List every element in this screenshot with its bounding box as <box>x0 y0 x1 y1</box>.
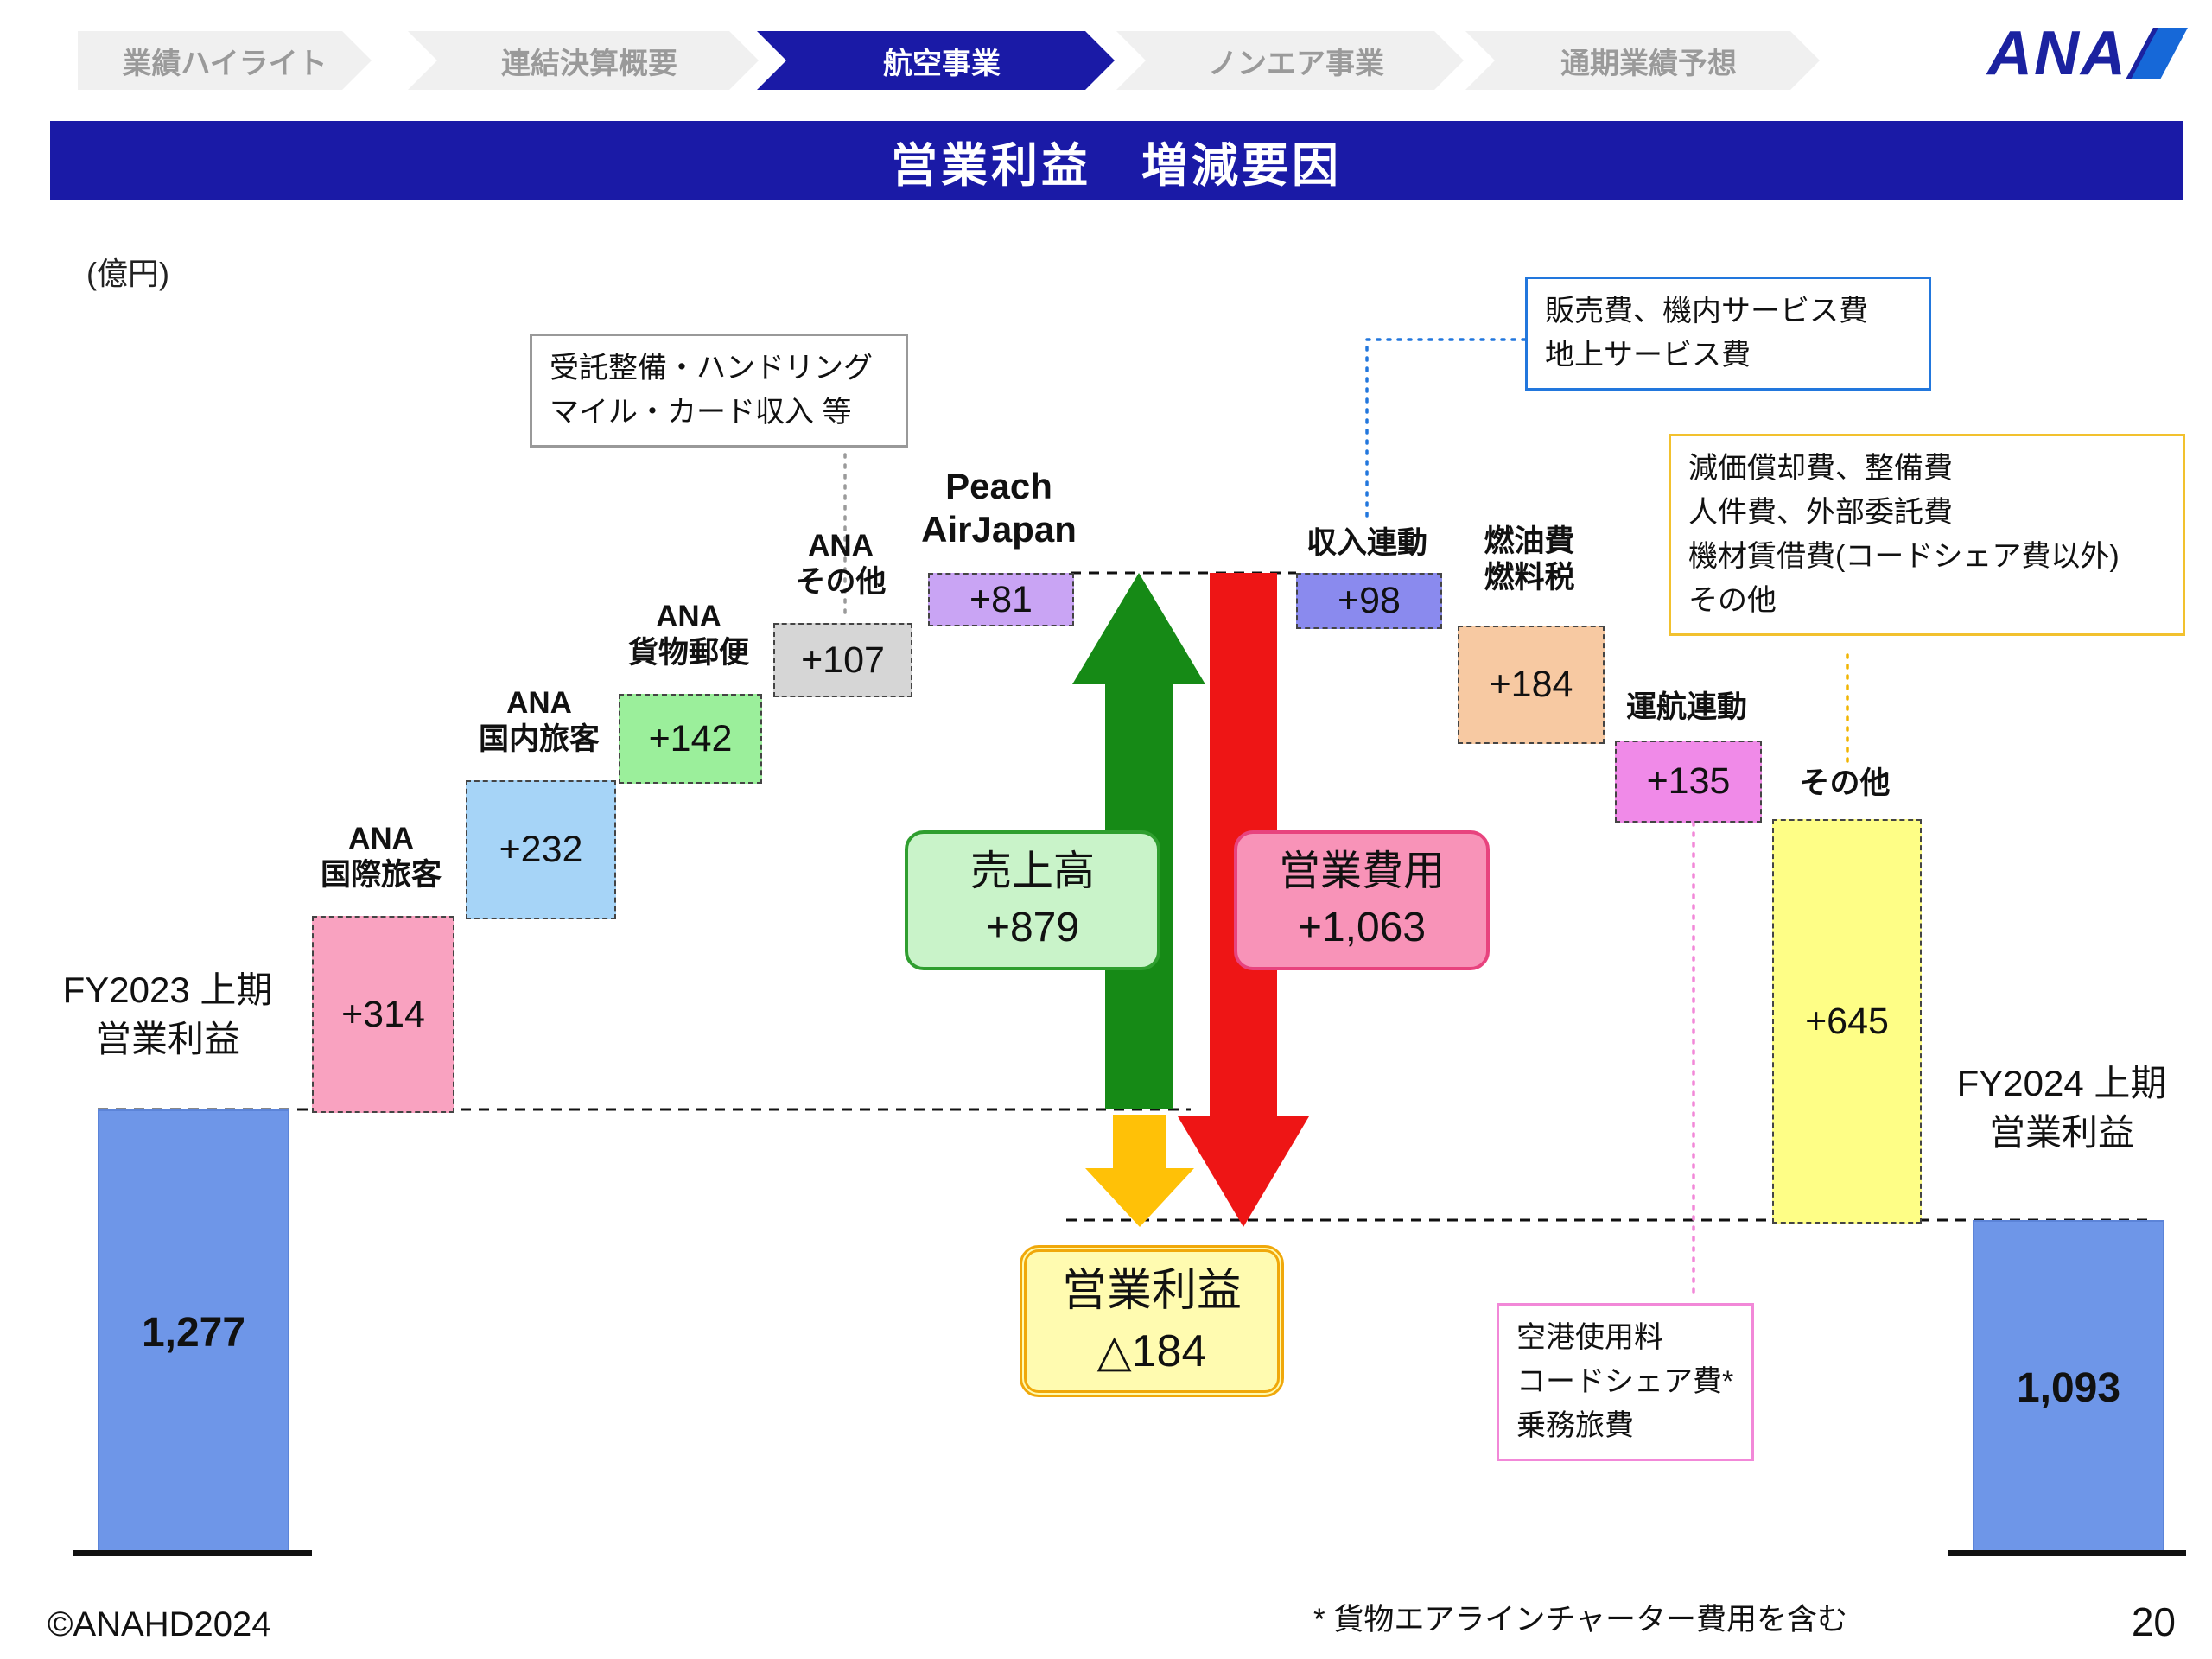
page-title: 営業利益 増減要因 <box>50 121 2183 200</box>
label-peach-airjapan: Peach AirJapan <box>921 466 1077 550</box>
callout-ana-other: 受託整備・ハンドリング マイル・カード収入 等 <box>530 334 908 448</box>
net-down-arrow <box>1085 1115 1194 1227</box>
expense-total-value: +1,063 <box>1297 905 1427 950</box>
tab-non-air-business[interactable]: ノンエア事業 <box>1116 31 1464 90</box>
step-intl-passenger: +314 <box>312 916 454 1113</box>
callout-revenue-linked: 販売費、機内サービス費 地上サービス費 <box>1525 276 1931 391</box>
fy2024-bar-label: FY2024 上期 営業利益 <box>1956 1063 2167 1153</box>
step-fuel-cost: +184 <box>1458 626 1605 744</box>
label-domestic-passenger: ANA 国内旅客 <box>478 686 600 756</box>
callout-other-cost: 減価償却費、整備費 人件費、外部委託費 機材賃借費(コードシェア費以外) その他 <box>1669 434 2185 636</box>
operating-profit-net-value: △184 <box>1096 1326 1207 1376</box>
revenue-total-value: +879 <box>985 905 1080 950</box>
right-axis-baseline <box>1948 1550 2186 1556</box>
label-revenue-linked-cost: 収入連動 <box>1306 526 1427 560</box>
expense-total-label: 営業費用 <box>1278 849 1445 895</box>
label-fuel-cost: 燃油費 燃料税 <box>1484 524 1575 594</box>
tab-consolidated-results[interactable]: 連結決算概要 <box>408 31 759 90</box>
step-peach-airjapan: +81 <box>928 573 1074 626</box>
operating-profit-net-label: 営業利益 <box>1061 1265 1242 1316</box>
label-cargo-mail: ANA 貨物郵便 <box>627 600 749 670</box>
fy2023-bar-value: 1,277 <box>141 1309 246 1356</box>
copyright: ©ANAHD2024 <box>48 1605 271 1643</box>
operating-profit-net-box: 営業利益 △184 <box>1020 1245 1284 1397</box>
ana-logo-slash-icon <box>2126 28 2188 79</box>
blue-callout-connector <box>1365 338 1527 520</box>
fy2024-operating-profit-bar: 1,093 <box>1973 1220 2164 1555</box>
label-operation-linked-cost: 運航連動 <box>1625 690 1747 724</box>
ana-logo-text: ANA <box>1987 19 2127 88</box>
tab-performance-highlights[interactable]: 業績ハイライト <box>78 31 372 90</box>
step-revenue-linked-cost: +98 <box>1296 573 1442 629</box>
step-domestic-passenger: +232 <box>466 780 616 919</box>
left-axis-baseline <box>73 1550 312 1556</box>
fy2023-bar-label: FY2023 上期 営業利益 <box>62 969 273 1059</box>
tab-full-year-forecast[interactable]: 通期業績予想 <box>1465 31 1820 90</box>
expense-total-box: 営業費用 +1,063 <box>1234 830 1490 970</box>
page-number: 20 <box>2131 1599 2176 1644</box>
page-title-text: 営業利益 増減要因 <box>891 139 1342 192</box>
ana-logo: ANA <box>1987 19 2188 88</box>
step-operation-linked-cost: +135 <box>1615 741 1762 823</box>
label-other-cost: その他 <box>1799 766 1891 800</box>
step-cargo-mail: +142 <box>619 694 762 784</box>
fy2024-bar-value: 1,093 <box>2016 1364 2121 1411</box>
footnote: * 貨物エアラインチャーター費用を含む <box>1313 1603 1847 1637</box>
unit-label: (億円) <box>86 256 169 291</box>
label-ana-other: ANA その他 <box>795 529 887 599</box>
revenue-total-label: 売上高 <box>969 849 1095 895</box>
label-intl-passenger: ANA 国際旅客 <box>320 822 442 892</box>
tab-air-transportation[interactable]: 航空事業 <box>757 31 1115 90</box>
step-ana-other: +107 <box>773 623 912 697</box>
callout-operation-linked: 空港使用料 コードシェア費* 乗務旅費 <box>1497 1303 1754 1461</box>
step-other-cost: +645 <box>1772 819 1922 1224</box>
fy2023-operating-profit-bar: 1,277 <box>98 1109 289 1555</box>
revenue-total-box: 売上高 +879 <box>905 830 1160 970</box>
